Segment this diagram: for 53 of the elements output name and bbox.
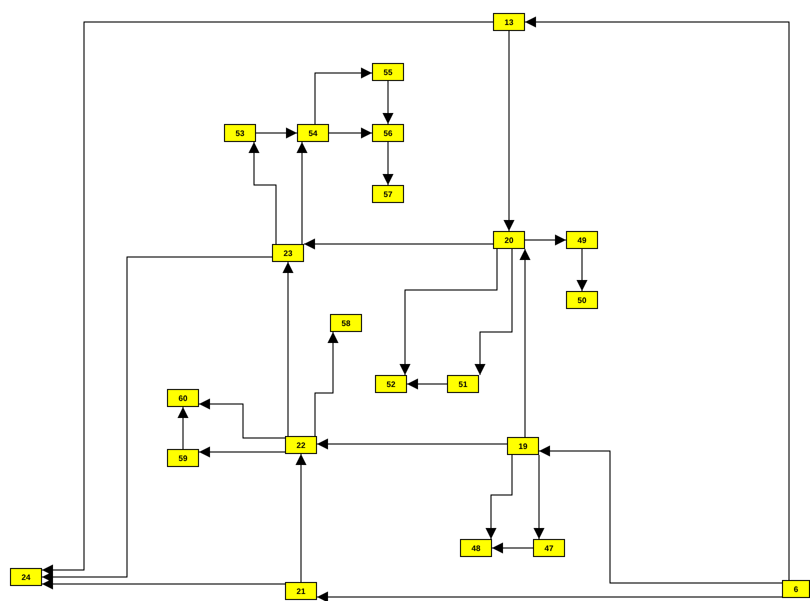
process-box: 47 [533, 539, 565, 557]
arrow [314, 332, 338, 436]
arrow [296, 142, 308, 244]
arrow [486, 454, 512, 540]
arrow [534, 454, 544, 540]
arrow [328, 128, 372, 138]
process-box: 56 [372, 124, 404, 142]
process-box: 59 [167, 449, 199, 467]
process-box: 58 [330, 314, 362, 332]
arrow [256, 128, 298, 138]
arrow [296, 454, 306, 582]
arrow [504, 30, 514, 232]
process-box: 54 [297, 124, 329, 142]
arrow [282, 262, 294, 436]
process-box: 60 [167, 389, 199, 407]
arrow [576, 248, 588, 292]
process-box: 21 [285, 582, 317, 600]
process-box: 23 [272, 244, 304, 262]
arrow [400, 248, 498, 376]
arrow [382, 142, 394, 186]
arrow [382, 80, 394, 124]
arrow [474, 248, 512, 376]
arrow [524, 234, 566, 246]
arrow [42, 22, 494, 576]
process-box: 52 [375, 375, 407, 393]
process-box: 51 [447, 375, 479, 393]
process-box: 13 [493, 13, 525, 31]
process-box: 6 [782, 580, 810, 598]
arrow [314, 68, 372, 124]
arrow [316, 438, 508, 450]
arrow [178, 406, 188, 450]
arrow [538, 446, 782, 584]
arrow [198, 446, 286, 458]
process-box: 53 [224, 124, 256, 142]
arrow [316, 592, 782, 601]
process-box: 24 [10, 568, 42, 586]
arrow [42, 256, 272, 582]
process-box: 20 [493, 231, 525, 249]
process-box: 50 [566, 291, 598, 309]
arrow [248, 142, 276, 244]
process-box: 57 [372, 185, 404, 203]
arrow [42, 578, 286, 590]
arrow [304, 238, 494, 250]
arrow [524, 16, 790, 580]
process-box: 49 [566, 231, 598, 249]
arrow [492, 542, 534, 554]
process-box: 22 [285, 436, 317, 454]
arrow [520, 248, 530, 438]
arrow [406, 378, 448, 390]
process-box: 48 [460, 539, 492, 557]
process-box: 19 [507, 437, 539, 455]
process-box: 55 [372, 63, 404, 81]
arrow [198, 398, 286, 438]
